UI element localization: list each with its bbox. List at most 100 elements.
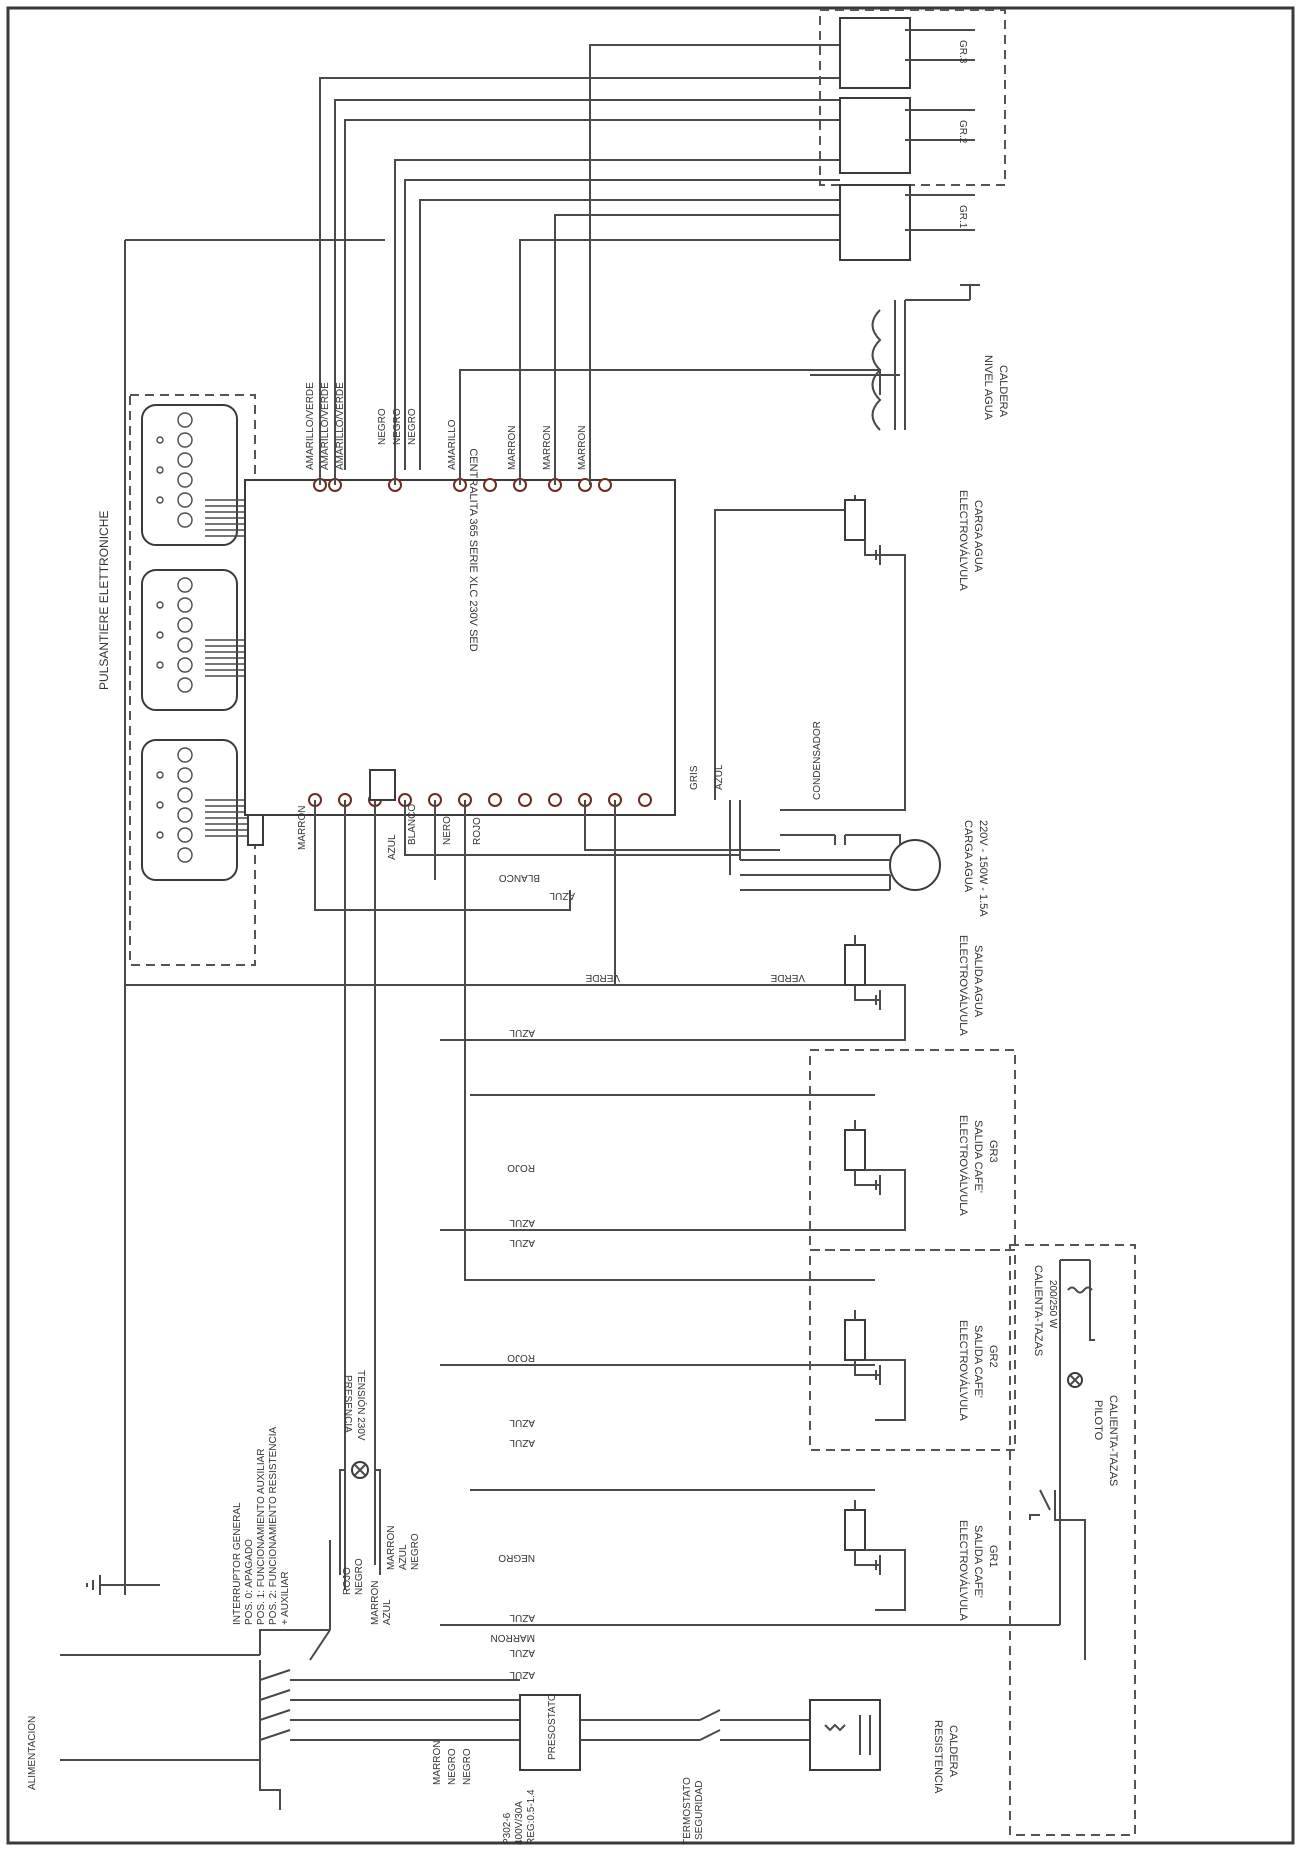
earth-bus <box>124 239 630 1595</box>
gr1-label-3: GR1 <box>987 1545 999 1568</box>
warmer-group <box>1009 1244 1136 1836</box>
wire-label: AMARILLO <box>447 419 458 470</box>
boiler-resistance-label-2: CALDERA <box>947 1725 959 1778</box>
wire-label: NEGRO <box>377 408 388 445</box>
pressostat-box <box>519 1694 581 1771</box>
wire-label: NEGRO <box>392 408 403 445</box>
wire-label: AMARILLO/VERDE <box>305 382 316 470</box>
gr2-label: ELECTROVÁLVULA <box>957 1320 970 1421</box>
presence-label-2: TENSIÓN 230V <box>355 1370 368 1441</box>
power-label: ALIMENTACION <box>27 1716 38 1790</box>
controller-board <box>244 479 676 816</box>
valve-gr3 <box>844 1120 906 1231</box>
valve-gr1 <box>844 1500 906 1611</box>
wire-label: ROJO <box>342 1567 353 1595</box>
valve-gr2 <box>844 1310 906 1421</box>
resistance-coil <box>824 1715 871 1755</box>
pump <box>729 800 941 891</box>
wire-label-azul-5: AZUL <box>509 1237 535 1248</box>
wire-label: MARRON <box>370 1581 381 1625</box>
gr1-label-2: SALIDA CAFE' <box>972 1525 984 1598</box>
switch-wire-labels: ROJO NEGRO MARRON AZUL NEGRO MARRON AZUL <box>342 1526 421 1625</box>
wire-label: AMARILLO/VERDE <box>335 382 346 470</box>
jumper-block <box>369 769 396 801</box>
pressostat-spec-3: REG:0.5-1.4 <box>526 1789 537 1845</box>
wire-label-azul-2: AZUL <box>549 890 575 901</box>
level-probe-label-2: CALDERA <box>997 365 1009 418</box>
gr2-label-3: GR2 <box>987 1345 999 1368</box>
power-wire-1: MARRON <box>432 1741 443 1785</box>
main-switch <box>60 1540 520 1810</box>
wire-label: AZUL <box>398 1544 409 1570</box>
wire-label-azul-8: AZUL <box>509 1612 535 1623</box>
wire-label-verde-2: VERDE <box>770 972 805 983</box>
wire-label: MARRON <box>297 806 308 850</box>
pilot-label: PILOTO <box>1092 1400 1104 1441</box>
power-wire-2: NEGRO <box>447 1748 458 1785</box>
valve-load-label-2: CARGA AGUA <box>972 500 984 573</box>
valve-out <box>844 935 906 1041</box>
harness-labels: VERDE VERDE AZUL ROJO AZUL AZUL ROJO AZU… <box>491 972 805 1680</box>
wire-label-rojo-2: ROJO <box>507 1352 535 1363</box>
gr3-group <box>809 1049 1016 1251</box>
power-wire-3: NEGRO <box>462 1748 473 1785</box>
switch-title: INTERRUPTOR GENERAL <box>232 1502 243 1625</box>
wire-label: NERO <box>442 816 453 845</box>
wire-label: MARRON <box>577 426 588 470</box>
wire-label: MARRON <box>507 426 518 470</box>
wire-label-marron: MARRON <box>491 1632 535 1643</box>
gr2-label-2: SALIDA CAFE' <box>972 1325 984 1398</box>
valve-out-label: ELECTROVÁLVULA <box>957 935 970 1036</box>
level-gr3: GR.3 <box>957 40 968 64</box>
level-gr1: GR.1 <box>957 205 968 229</box>
wire-label-azul-9: AZUL <box>509 1647 535 1658</box>
wire-label: MARRON <box>542 426 553 470</box>
wire-label: AMARILLO/VERDE <box>320 382 331 470</box>
bottom-harness <box>314 800 1060 1626</box>
pressostat-spec-1: P302-6 <box>502 1812 513 1845</box>
pressostat-spec-2: 400V/30A <box>514 1801 525 1845</box>
gr2-group <box>809 1249 1016 1451</box>
warmer <box>1029 1259 1095 1660</box>
switch-pos2b: + AUXILIAR <box>280 1571 291 1625</box>
wire-label: AZUL <box>387 834 398 860</box>
level-gr2: GR.2 <box>957 120 968 144</box>
capacitor-label: CONDENSADOR <box>812 721 823 800</box>
gr3-label: ELECTROVÁLVULA <box>957 1115 970 1216</box>
top-harness <box>319 44 881 485</box>
wire-label-rojo: ROJO <box>507 1162 535 1173</box>
pilot-label-2: CALIENTA-TAZAS <box>1107 1395 1119 1486</box>
wire-label-azul-4: AZUL <box>509 1217 535 1228</box>
wire-label-gris: GRIS <box>689 765 700 790</box>
bottom-wire-labels: MARRON AZUL BLANCO NERO ROJO GRIS AZUL B… <box>297 764 725 901</box>
wire-label: ROJO <box>472 817 483 845</box>
wire-label-azul-3: AZUL <box>509 1027 535 1038</box>
valve-load-label: ELECTROVÁLVULA <box>957 490 970 591</box>
wire-label: MARRON <box>386 1526 397 1570</box>
presence-label: PRESENCIA <box>342 1375 353 1433</box>
level-probe-label: NIVEL AGUA <box>982 355 994 421</box>
thermostat-wires <box>580 1709 810 1741</box>
switch-pos1: POS. 1: FUNCIONAMIENTO AUXILIAR <box>256 1448 267 1625</box>
valve-out-label-2: SALIDA AGUA <box>972 945 984 1018</box>
keypads-title: PULSANTIERE ELETTRONICHE <box>97 511 111 690</box>
wire-label: NEGRO <box>354 1558 365 1595</box>
thermostat-label: TERMOSTATO <box>682 1777 693 1845</box>
wire-label-azul-10: AZUL <box>509 1669 535 1680</box>
presence-lamp <box>339 1461 381 1575</box>
level-probes <box>819 9 1006 261</box>
level-probe-caldera <box>810 284 980 431</box>
sheet-frame <box>6 6 1295 1845</box>
wire-label: NEGRO <box>407 408 418 445</box>
wire-label-negro: NEGRO <box>498 1552 535 1563</box>
wire-label-blanco: BLANCO <box>499 872 540 883</box>
pump-label: CARGA AGUA <box>962 820 974 893</box>
wire-label-azul: AZUL <box>714 764 725 790</box>
gr3-label-3: GR3 <box>987 1140 999 1163</box>
pressostat-label: PRESOSTATO <box>547 1693 558 1760</box>
top-wire-labels: AMARILLO/VERDE AMARILLO/VERDE AMARILLO/V… <box>305 382 588 470</box>
wire-label: BLANCO <box>407 804 418 845</box>
gr3-label-2: SALIDA CAFE' <box>972 1120 984 1193</box>
wire-label: AZUL <box>382 1599 393 1625</box>
wire-label-verde: VERDE <box>585 972 620 983</box>
